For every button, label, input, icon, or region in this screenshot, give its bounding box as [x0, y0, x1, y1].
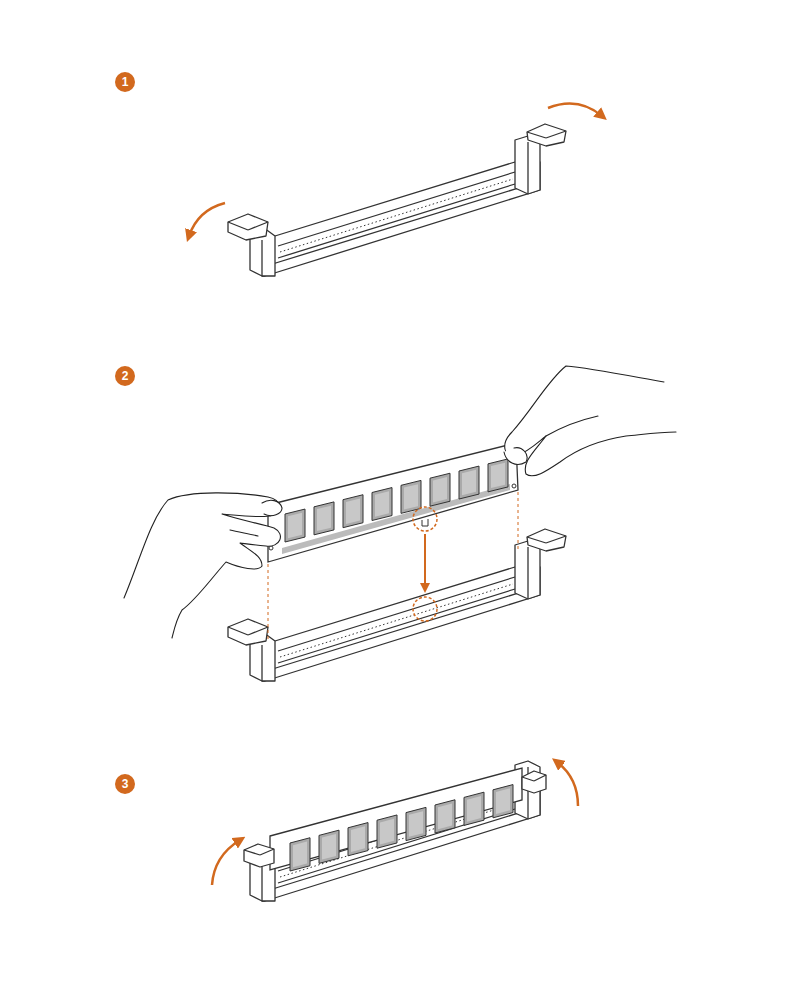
- dimm-slot: [228, 124, 566, 276]
- memory-module: [268, 443, 518, 562]
- memory-chip: [314, 502, 334, 535]
- memory-chip: [377, 815, 397, 848]
- memory-chip: [348, 823, 368, 856]
- hand: [504, 366, 676, 476]
- open-arrow: [548, 104, 602, 117]
- memory-chip: [488, 459, 508, 492]
- memory-chip: [285, 509, 305, 542]
- memory-chip: [406, 807, 426, 840]
- close-arrow: [212, 840, 240, 885]
- notch-highlight: [413, 507, 437, 531]
- memory-chip: [401, 480, 421, 513]
- callout-number: 1: [115, 72, 135, 92]
- memory-chip: [464, 792, 484, 825]
- callout-circle: [115, 72, 135, 92]
- dimm-slot: [250, 761, 540, 901]
- insert-arrow: [424, 534, 426, 588]
- guide-line: [518, 492, 519, 550]
- callout-number: 3: [115, 774, 135, 794]
- open-arrow: [189, 203, 225, 236]
- guide-line: [268, 564, 269, 640]
- key-highlight: [413, 597, 437, 621]
- memory-chip: [372, 488, 392, 521]
- memory-chip: [459, 466, 479, 499]
- hand: [124, 493, 282, 638]
- latch-closed: [244, 771, 546, 867]
- callout-circle: [115, 774, 135, 794]
- memory-chip: [430, 473, 450, 506]
- memory-chip: [343, 495, 363, 528]
- close-arrow: [557, 762, 578, 806]
- callout-circle: [115, 366, 135, 386]
- memory-chip: [493, 785, 513, 818]
- memory-chip: [435, 800, 455, 833]
- callout-number: 2: [115, 366, 135, 386]
- memory-chip: [319, 830, 339, 863]
- memory-module: [270, 768, 522, 871]
- memory-chip: [290, 838, 310, 871]
